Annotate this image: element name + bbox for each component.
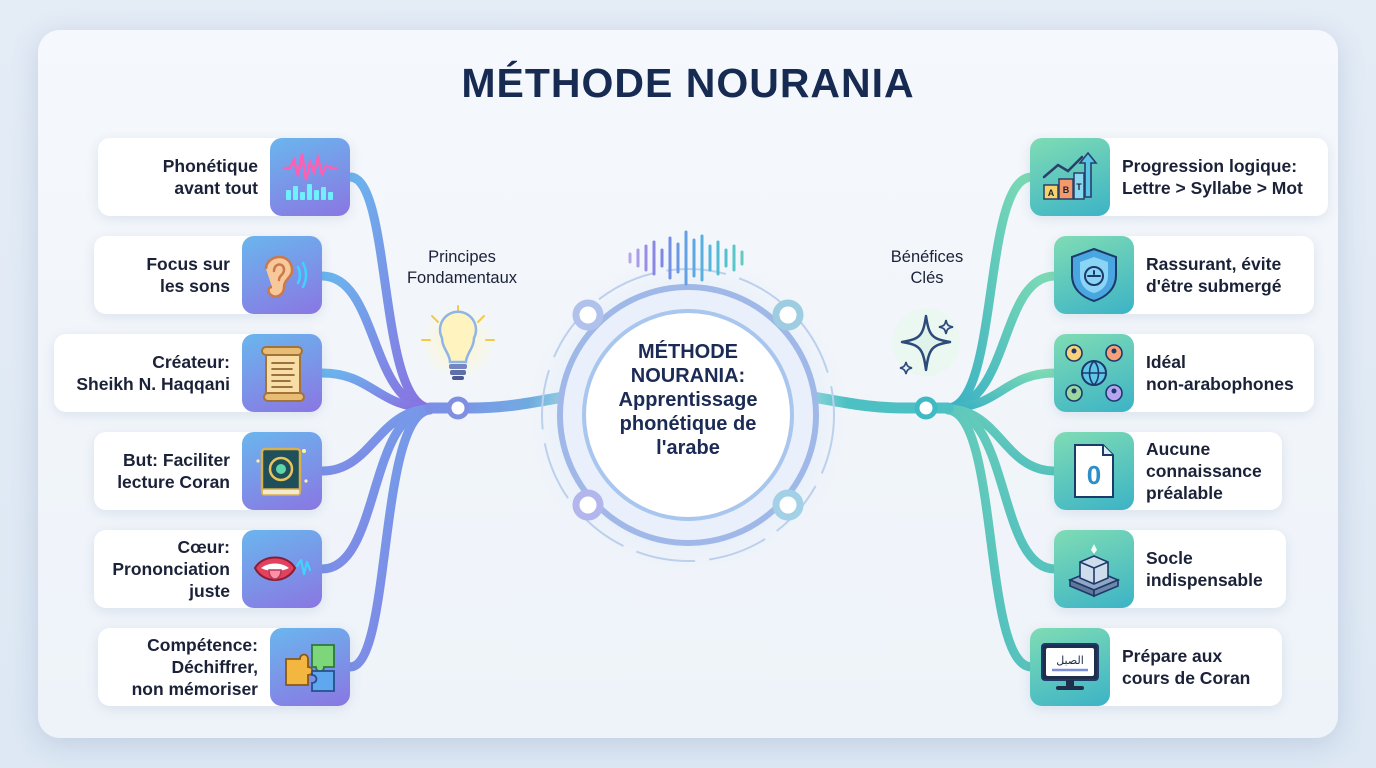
node-label: Focus sur les sons — [146, 254, 230, 296]
svg-text:T: T — [1076, 182, 1082, 192]
node-label: Phonétique avant tout — [162, 156, 258, 198]
right-node-prepare: الصبل Prépare aux cours de Coran — [1030, 628, 1282, 706]
node-label: Prépare aux cours de Coran — [1122, 646, 1251, 688]
node-label: Créateur: Sheikh N. Haqqani — [76, 352, 230, 394]
left-hub — [446, 396, 470, 420]
node-label: Idéal non-arabophones — [1146, 352, 1294, 394]
left-node-competence: Compétence: Déchiffrer, non mémoriser — [98, 628, 350, 706]
right-branch-label: Bénéfices Clés — [890, 248, 964, 287]
node-label: Cœur: Prononciation juste — [112, 537, 230, 601]
right-hub — [914, 396, 938, 420]
left-node-coeur: Cœur: Prononciation juste — [94, 530, 322, 608]
shield-icon — [1054, 236, 1134, 314]
globe-people-icon — [1054, 334, 1134, 412]
svg-text:الصبل: الصبل — [1056, 654, 1084, 667]
lightbulb-icon — [420, 304, 496, 380]
right-node-socle: Socle indispensable — [1054, 530, 1286, 608]
left-node-createur: Créateur: Sheikh N. Haqqani — [54, 334, 322, 412]
quran-book-icon — [242, 432, 322, 510]
node-label: Progression logique: Lettre > Syllabe > … — [1122, 156, 1303, 198]
mouth-icon — [242, 530, 322, 608]
node-label: Socle indispensable — [1146, 548, 1263, 590]
scroll-icon — [242, 334, 322, 412]
right-node-ideal: Idéal non-arabophones — [1054, 334, 1314, 412]
svg-text:A: A — [1048, 188, 1055, 198]
node-label: Aucune connaissance préalable — [1146, 439, 1262, 503]
center-emblem — [528, 255, 848, 575]
node-label: But: Faciliter lecture Coran — [117, 450, 230, 492]
left-branch-label: Principes Fondamentaux — [406, 248, 518, 287]
page-title: MÉTHODE NOURANIA — [461, 60, 915, 106]
abt-bars-icon: A B T — [1030, 138, 1110, 216]
ear-icon — [242, 236, 322, 314]
svg-text:B: B — [1063, 185, 1070, 195]
center-title: MÉTHODE NOURANIA: Apprentissage phonétiq… — [618, 341, 758, 459]
sparkle-icon — [892, 308, 960, 376]
right-connectors — [943, 172, 1060, 672]
screen-icon: الصبل — [1030, 628, 1110, 706]
left-node-sons: Focus sur les sons — [94, 236, 322, 314]
zero-document-icon: 0 — [1054, 432, 1134, 510]
svg-text:0: 0 — [1087, 460, 1101, 490]
right-node-progression: A B T Progression logique: Lettre > Syll… — [1030, 138, 1328, 216]
left-node-but: But: Faciliter lecture Coran — [94, 432, 322, 510]
node-label: Rassurant, évite d'être submergé — [1146, 254, 1282, 296]
right-node-aucune: 0 Aucune connaissance préalable — [1054, 432, 1282, 510]
puzzle-icon — [270, 628, 350, 706]
right-node-rassurant: Rassurant, évite d'être submergé — [1054, 236, 1314, 314]
soundwave-icon — [270, 138, 350, 216]
left-node-phonetique: Phonétique avant tout — [98, 138, 350, 216]
soundwave-decoration — [628, 230, 744, 286]
node-label: Compétence: Déchiffrer, non mémoriser — [131, 635, 258, 699]
foundation-block-icon — [1054, 530, 1134, 608]
left-connectors — [317, 172, 435, 672]
